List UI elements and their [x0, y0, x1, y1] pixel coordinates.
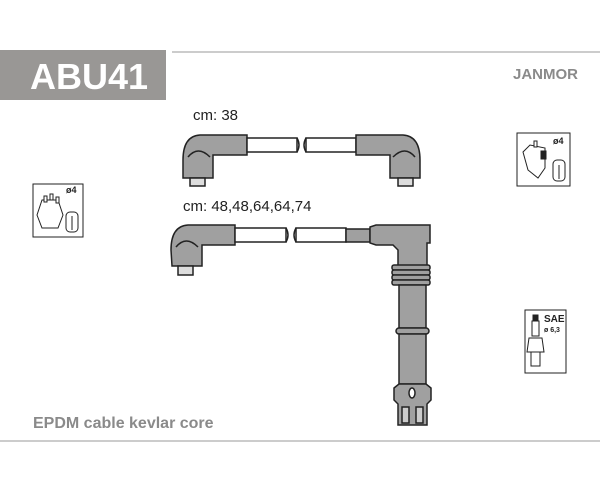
distributor-diameter: ø4: [66, 185, 77, 195]
spark-plug-diameter: ø 6,3: [544, 327, 560, 334]
divider-bottom: [0, 440, 600, 442]
cable-2: [170, 224, 432, 426]
spark-plug-standard: SAE: [544, 314, 565, 325]
cable-description: EPDM cable kevlar core: [33, 415, 214, 432]
coil-diameter: ø4: [553, 136, 564, 146]
product-code: ABU41: [30, 56, 149, 97]
distributor-cap-icon: ø4: [32, 183, 84, 238]
cable-1: [182, 134, 421, 187]
cable-2-length: cm: 48,48,64,64,74: [183, 198, 312, 215]
spark-plug-icon: SAE ø 6,3: [524, 309, 567, 374]
cable-1-length: cm: 38: [193, 107, 239, 124]
divider-top: [172, 51, 600, 53]
product-code-box: [0, 50, 166, 100]
brand-name: JANMOR: [512, 66, 578, 83]
ignition-coil-icon: ø4: [516, 132, 571, 187]
